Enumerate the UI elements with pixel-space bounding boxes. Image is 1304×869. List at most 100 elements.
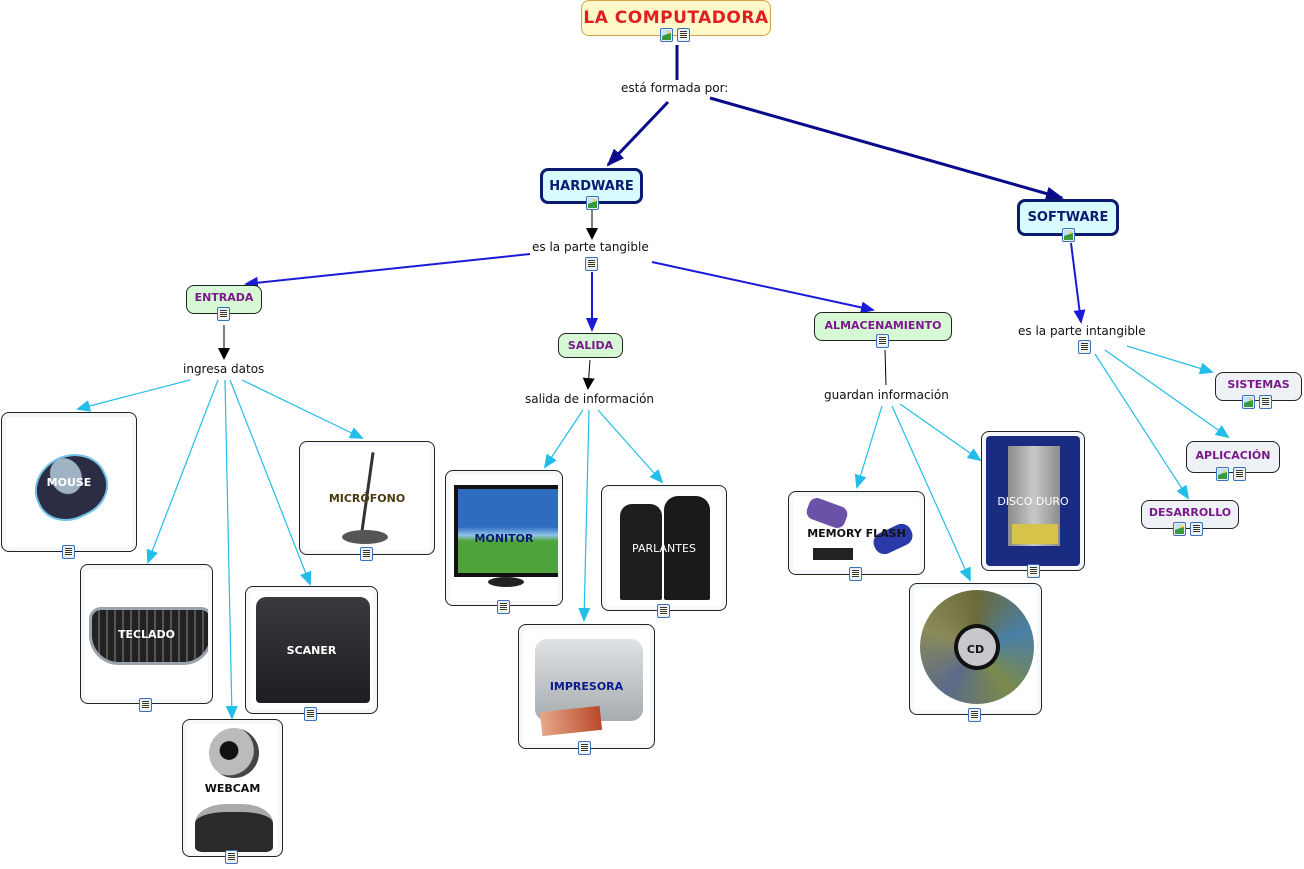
device-label: IMPRESORA xyxy=(549,680,624,693)
device-label: MICRÓFONO xyxy=(328,491,406,505)
device-label: MONITOR xyxy=(474,531,534,545)
document-resource-icon[interactable] xyxy=(1190,522,1203,536)
device-memory-flash[interactable]: MEMORY FLASH xyxy=(788,491,925,575)
link-salida-parlantes xyxy=(597,409,664,484)
usb-drive-image-3 xyxy=(813,548,853,560)
link-salida-impresora xyxy=(578,409,591,622)
link-salida-phrase xyxy=(582,359,595,390)
linking-phrase-hardware: es la parte tangible xyxy=(532,240,649,254)
document-resource-icon[interactable] xyxy=(657,604,670,618)
document-resource-icon[interactable] xyxy=(1259,395,1272,409)
document-resource-icon[interactable] xyxy=(225,850,238,864)
document-resource-icon[interactable] xyxy=(578,741,591,755)
link-ingresa-teclado xyxy=(146,379,219,564)
link-salida-monitor xyxy=(543,409,584,469)
webcam-stand xyxy=(195,804,273,852)
image-resource-icon[interactable] xyxy=(1216,467,1229,481)
root-concept[interactable]: LA COMPUTADORA xyxy=(581,0,771,36)
device-label: WEBCAM xyxy=(204,781,261,795)
usb-drive-image xyxy=(804,496,850,531)
device-impresora[interactable]: IMPRESORA xyxy=(518,624,655,749)
linking-phrase-salida: salida de información xyxy=(525,392,655,406)
device-cd[interactable]: CD xyxy=(909,583,1042,715)
device-label: SCANER xyxy=(286,643,337,657)
link-phrase-hardware xyxy=(606,100,670,167)
image-resource-icon[interactable] xyxy=(586,196,599,210)
device-parlantes[interactable]: PARLANTES xyxy=(601,485,727,611)
document-resource-icon[interactable] xyxy=(849,567,862,581)
concept-label: DESARROLLO xyxy=(1148,506,1232,519)
document-resource-icon[interactable] xyxy=(1027,564,1040,578)
device-webcam[interactable]: WEBCAM xyxy=(182,719,283,857)
concept-label: HARDWARE xyxy=(549,178,634,194)
device-mouse[interactable]: MOUSE xyxy=(1,412,137,552)
device-monitor[interactable]: MONITOR xyxy=(445,470,563,606)
link-ingresa-microfono xyxy=(241,379,364,439)
concept-salida[interactable]: SALIDA xyxy=(558,333,623,358)
document-resource-icon[interactable] xyxy=(585,257,598,271)
root-title: LA COMPUTADORA xyxy=(583,8,769,28)
device-label: TECLADO xyxy=(117,627,176,641)
concept-label: SISTEMAS xyxy=(1227,378,1290,391)
document-resource-icon[interactable] xyxy=(677,28,690,42)
image-resource-icon[interactable] xyxy=(1242,395,1255,409)
speaker-left-image xyxy=(620,504,662,600)
concept-sistemas[interactable]: SISTEMAS xyxy=(1215,372,1302,401)
document-resource-icon[interactable] xyxy=(1233,467,1246,481)
monitor-image xyxy=(454,485,558,577)
link-ingresa-mouse xyxy=(76,379,191,412)
link-intangible-desarrollo xyxy=(1094,353,1190,500)
link-intangible-aplicacion xyxy=(1104,349,1230,439)
device-label: MEMORY FLASH xyxy=(807,526,906,540)
speaker-right-image xyxy=(664,496,710,600)
image-resource-icon[interactable] xyxy=(1062,228,1075,242)
link-tangible-entrada xyxy=(244,253,531,289)
device-microfono[interactable]: MICRÓFONO xyxy=(299,441,435,555)
link-intangible-sistemas xyxy=(1126,345,1214,375)
scanner-image xyxy=(256,597,370,703)
device-label: PARLANTES xyxy=(632,541,696,555)
image-resource-icon[interactable] xyxy=(1173,522,1186,536)
concept-desarrollo[interactable]: DESARROLLO xyxy=(1141,500,1239,529)
link-phrase-software xyxy=(709,96,1064,201)
hard-drive-board xyxy=(1012,524,1058,544)
webcam-image xyxy=(209,728,259,778)
document-resource-icon[interactable] xyxy=(968,708,981,722)
link-guardan-cd xyxy=(891,405,971,582)
link-almacenamiento-phrase xyxy=(884,349,887,386)
linking-phrase-root: está formada por: xyxy=(621,81,729,95)
document-resource-icon[interactable] xyxy=(62,545,75,559)
device-teclado[interactable]: TECLADO xyxy=(80,564,213,704)
link-tangible-almacenamiento xyxy=(651,261,875,314)
link-ingresa-webcam xyxy=(224,379,238,720)
document-resource-icon[interactable] xyxy=(876,334,889,348)
device-disco-duro[interactable]: DISCO DURO xyxy=(981,431,1085,571)
image-resource-icon[interactable] xyxy=(660,28,673,42)
document-resource-icon[interactable] xyxy=(497,600,510,614)
concept-label: SOFTWARE xyxy=(1027,210,1109,225)
link-software-phrase xyxy=(1070,242,1086,324)
printed-photo xyxy=(539,705,603,737)
linking-phrase-software: es la parte intangible xyxy=(1018,324,1146,338)
monitor-stand xyxy=(488,577,524,587)
link-ingresa-scaner xyxy=(229,379,312,586)
linking-phrase-almacenamiento: guardan información xyxy=(824,388,949,402)
document-resource-icon[interactable] xyxy=(360,547,373,561)
cd-hub xyxy=(958,628,996,666)
document-resource-icon[interactable] xyxy=(217,307,230,321)
document-resource-icon[interactable] xyxy=(139,698,152,712)
device-label: MOUSE xyxy=(46,475,92,489)
concept-label: ENTRADA xyxy=(194,291,254,304)
link-guardan-memory xyxy=(854,405,883,489)
concept-label: ALMACENAMIENTO xyxy=(824,319,942,332)
document-resource-icon[interactable] xyxy=(304,707,317,721)
link-guardan-disco xyxy=(899,403,982,462)
linking-phrase-entrada: ingresa datos xyxy=(183,362,265,376)
concept-label: SALIDA xyxy=(567,339,614,352)
device-scaner[interactable]: SCANER xyxy=(245,586,378,714)
device-label: CD xyxy=(966,642,985,656)
concept-label: APLICACIÓN xyxy=(1195,449,1271,462)
document-resource-icon[interactable] xyxy=(1078,340,1091,354)
device-label: DISCO DURO xyxy=(997,494,1069,508)
